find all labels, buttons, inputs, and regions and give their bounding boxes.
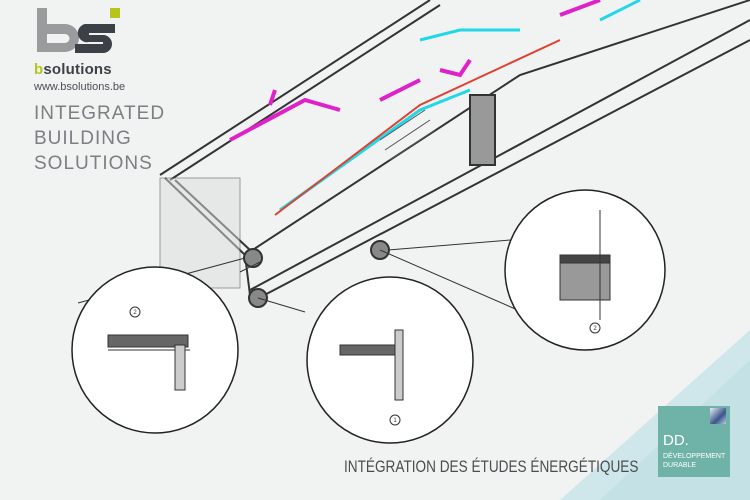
detail-label: 2 [593, 326, 597, 332]
detail-label: 2 [133, 310, 137, 316]
tagline-line: INTEGRATED [34, 103, 166, 124]
solar-panel-icon [710, 408, 726, 424]
tagline-line: SOLUTIONS [34, 153, 153, 174]
brand-name: bsolutions [34, 61, 112, 78]
website-url: www.bsolutions.be [34, 81, 126, 93]
headline: INTÉGRATION DES ÉTUDES ÉNERGÉTIQUES [344, 457, 639, 476]
bs-logo [37, 8, 120, 53]
detail-label: 1 [393, 418, 397, 424]
tagline-line: BUILDING [34, 128, 132, 149]
badge-title: DD. [663, 432, 689, 449]
